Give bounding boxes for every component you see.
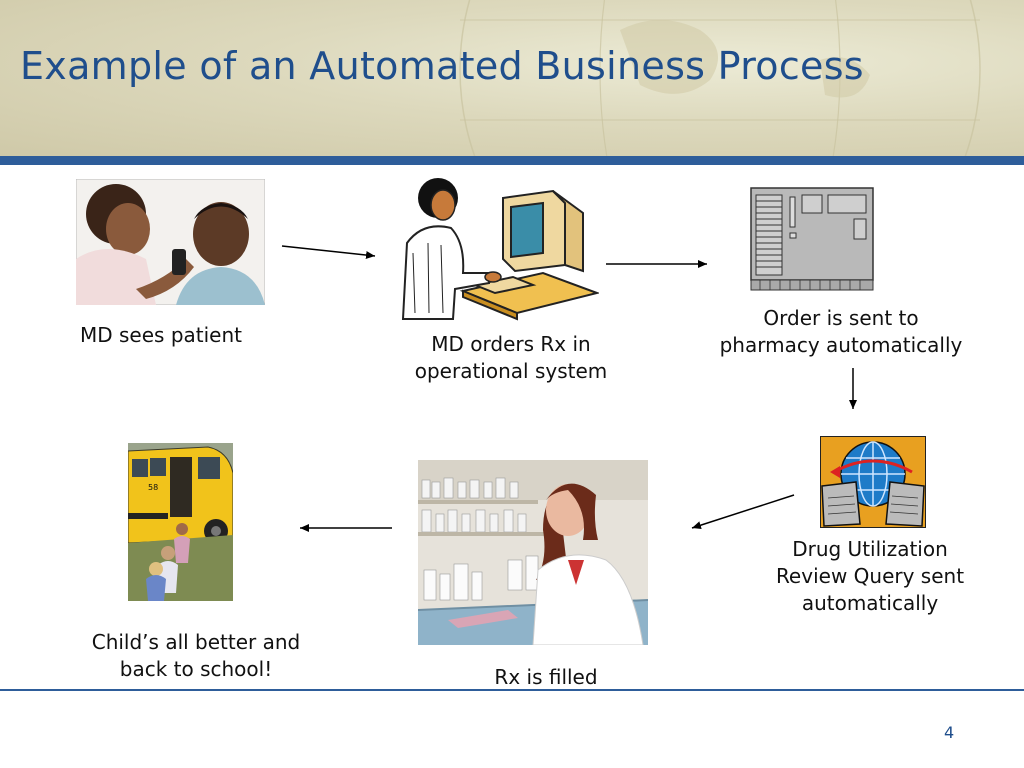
server-clipart bbox=[750, 187, 874, 291]
network-query-clipart bbox=[820, 436, 926, 528]
caption-back-to-school: Child’s all better and back to school! bbox=[91, 630, 301, 681]
caption-md-orders-rx: MD orders Rx in operational system bbox=[414, 332, 608, 383]
pharmacist-photo bbox=[418, 460, 648, 645]
caption-rx-filled: Rx is filled bbox=[494, 665, 598, 689]
arrow-step1-to-step2 bbox=[281, 245, 376, 260]
globe-background bbox=[459, 0, 981, 156]
page-number: 4 bbox=[944, 723, 955, 742]
footer-divider bbox=[0, 689, 1024, 691]
slide-title: Example of an Automated Business Process bbox=[20, 44, 864, 88]
header-accent-band bbox=[0, 156, 1024, 165]
doctor-patient-photo bbox=[76, 179, 265, 305]
caption-md-sees-patient: MD sees patient bbox=[80, 323, 242, 347]
caption-drug-utilization-review: Drug Utilization Review Query sent autom… bbox=[775, 537, 965, 615]
arrow-step4-to-step5 bbox=[691, 494, 795, 530]
header-banner: Example of an Automated Business Process bbox=[0, 0, 1024, 156]
doctor-computer-clipart bbox=[393, 173, 599, 321]
school-bus-photo: 58 bbox=[128, 443, 233, 601]
svg-text:58: 58 bbox=[148, 483, 158, 492]
caption-order-sent: Order is sent to pharmacy automatically bbox=[719, 306, 963, 357]
